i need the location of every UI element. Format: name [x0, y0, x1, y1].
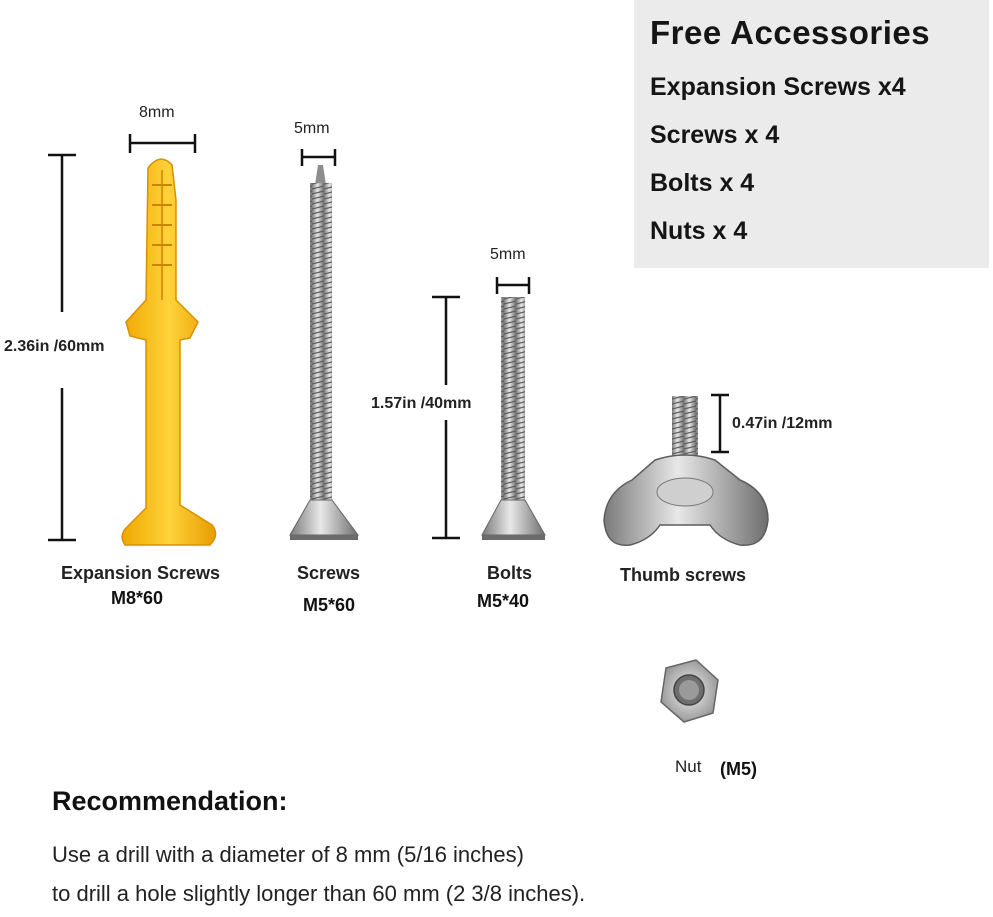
- bolt-length-label: 1.57in /40mm: [371, 395, 472, 412]
- bolt-label: Bolts: [487, 563, 532, 583]
- anchor-width-marker: [128, 134, 197, 153]
- recommendation-line-2: to drill a hole slightly longer than 60 …: [52, 881, 586, 906]
- nut-label: Nut: [675, 757, 702, 776]
- recommendation-line-1: Use a drill with a diameter of 8 mm (5/1…: [52, 842, 524, 867]
- accessory-item-bolts: Bolts x 4: [650, 169, 755, 197]
- anchor-label: Expansion Screws: [61, 563, 221, 583]
- recommendation-title: Recommendation:: [52, 786, 288, 816]
- thumb-length-label: 0.47in /12mm: [732, 415, 833, 432]
- accessory-item-screws: Screws x 4: [650, 121, 780, 149]
- screw-width-label: 5mm: [294, 120, 330, 137]
- hex-nut-icon: [660, 659, 719, 723]
- screw-label: Screws: [297, 563, 361, 583]
- bolt-icon: [481, 297, 546, 540]
- screw-model: M5*60: [303, 595, 356, 615]
- accessories-title: Free Accessories: [650, 14, 931, 51]
- anchor-length-marker: [48, 153, 76, 542]
- accessory-item-nuts: Nuts x 4: [650, 217, 748, 245]
- wing-nut-icon: [603, 396, 769, 547]
- nut-model: (M5): [720, 759, 757, 779]
- thumb-label: Thumb screws: [620, 565, 747, 585]
- anchor-width-label: 8mm: [139, 104, 175, 121]
- wall-anchor-icon: [121, 158, 217, 546]
- accessory-item-expansion: Expansion Screws x4: [650, 73, 906, 101]
- bolt-model: M5*40: [477, 591, 530, 611]
- accessories-box: [634, 0, 989, 268]
- anchor-model: M8*60: [111, 588, 164, 608]
- anchor-length-label: 2.36in /60mm: [4, 338, 105, 355]
- bolt-width-marker: [495, 277, 531, 294]
- bolt-length-marker: [432, 295, 460, 540]
- screw-width-marker: [300, 149, 337, 166]
- bolt-width-label: 5mm: [490, 246, 526, 263]
- screw-icon: [289, 165, 359, 540]
- thumb-length-marker: [711, 393, 729, 454]
